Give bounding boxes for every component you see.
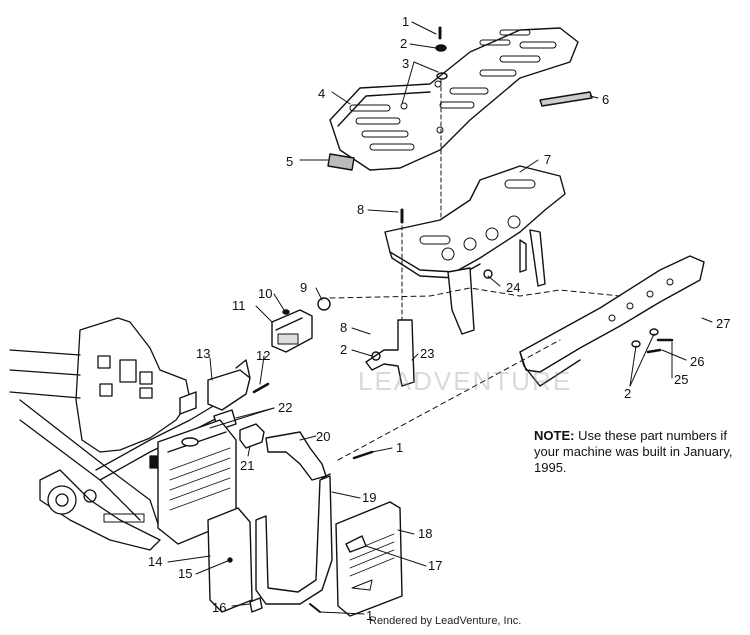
tube-frame-19 [255, 473, 333, 605]
rack-bracket [447, 267, 475, 335]
tail-light-11 [271, 297, 331, 353]
callout-5: 5 [286, 154, 293, 169]
support-bracket-23 [365, 319, 415, 387]
callout-15: 15 [178, 566, 192, 581]
note-block: NOTE: Use these part numbers if your mac… [534, 428, 739, 476]
upper-rack-part [329, 27, 579, 171]
mud-flap-18 [335, 501, 403, 617]
connector-21 [239, 423, 265, 449]
callout-12: 12 [256, 348, 270, 363]
callout-10: 10 [258, 286, 272, 301]
callout-7: 7 [544, 152, 551, 167]
callout-26: 26 [690, 354, 704, 369]
callout-8b: 8 [340, 320, 347, 335]
watermark: LEADVENTURE [358, 366, 573, 396]
callout-2b: 2 [340, 342, 347, 357]
callout-1b: 1 [396, 440, 403, 455]
callout-6: 6 [602, 92, 609, 107]
callout-22: 22 [278, 400, 292, 415]
radiator-block [157, 419, 237, 545]
callout-21: 21 [240, 458, 254, 473]
callout-2: 2 [400, 36, 407, 51]
callout-14: 14 [148, 554, 162, 569]
callout-1c: 1 [366, 608, 373, 623]
callout-4: 4 [318, 86, 325, 101]
mount-bracket-13 [179, 359, 270, 415]
decal-5 [327, 153, 355, 171]
callout-19: 19 [362, 490, 376, 505]
block-16 [249, 597, 263, 613]
decal-6 [539, 91, 593, 107]
lower-rack-part [384, 165, 566, 287]
callout-3: 3 [402, 56, 409, 71]
callout-25: 25 [674, 372, 688, 387]
note-text: Use these part numbers if your machine w… [534, 428, 733, 475]
callout-13: 13 [196, 346, 210, 361]
callout-18: 18 [418, 526, 432, 541]
callout-17: 17 [428, 558, 442, 573]
callout-2c: 2 [624, 386, 631, 401]
chassis-frame [9, 317, 245, 551]
callout-11: 11 [232, 298, 246, 313]
callout-24: 24 [506, 280, 520, 295]
bumper-27 [519, 255, 705, 387]
callout-27: 27 [716, 316, 730, 331]
brace-20 [265, 431, 327, 481]
callout-23: 23 [420, 346, 434, 361]
render-credit: Rendered by LeadVenture, Inc. [369, 615, 522, 627]
callout-20: 20 [316, 429, 330, 444]
callout-9: 9 [300, 280, 307, 295]
callout-1: 1 [402, 14, 409, 29]
callout-16: 16 [212, 600, 226, 615]
callout-8: 8 [357, 202, 364, 217]
note-heading: NOTE: [534, 428, 575, 443]
